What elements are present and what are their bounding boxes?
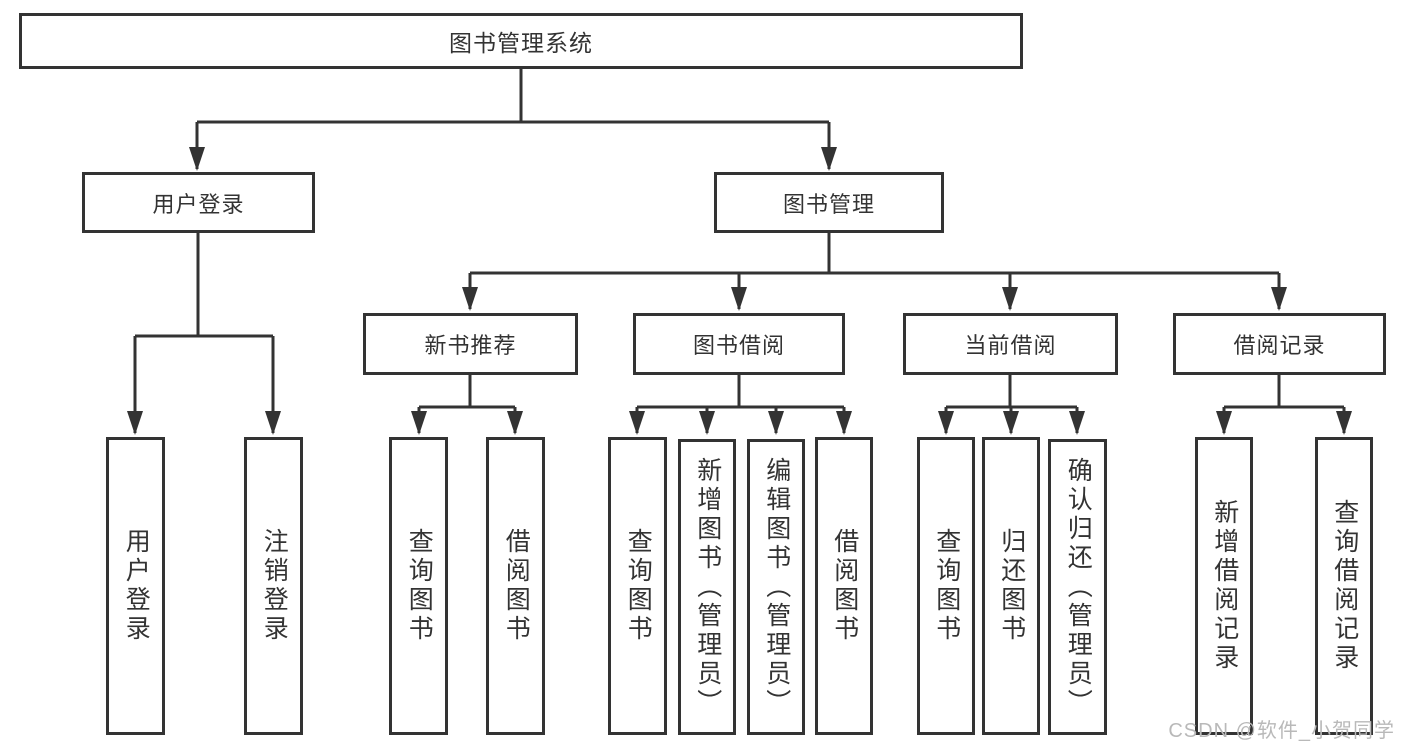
node-label: 查询图书 xyxy=(624,528,653,644)
leaf-node-logout: 注销登录 xyxy=(244,437,303,735)
leaf-node-borrow-books: 借阅图书 xyxy=(486,437,545,735)
leaf-node-add-borrow-record: 新增借阅记录 xyxy=(1195,437,1253,735)
node-label: 图书管理 xyxy=(782,191,875,217)
node-label: 借阅图书 xyxy=(830,528,859,644)
leaf-node-user-login: 用户登录 xyxy=(106,437,165,735)
node-borrow-records: 借阅记录 xyxy=(1173,313,1386,375)
node-label: 图书借阅 xyxy=(692,333,785,358)
leaf-node-confirm-return-admin: 确认归还（管理员） xyxy=(1048,439,1107,735)
node-root-library-system: 图书管理系统 xyxy=(19,13,1023,69)
node-label: 查询借阅记录 xyxy=(1330,499,1359,673)
node-label: 编辑图书（管理员） xyxy=(762,456,791,718)
leaf-node-edit-book-admin: 编辑图书（管理员） xyxy=(747,439,805,735)
node-label: 用户登录 xyxy=(152,191,245,217)
node-label: 用户登录 xyxy=(122,528,151,644)
node-label: 确认归还（管理员） xyxy=(1064,456,1093,718)
node-label: 新书推荐 xyxy=(424,333,517,358)
leaf-node-query-books: 查询图书 xyxy=(389,437,448,735)
node-book-borrowing: 图书借阅 xyxy=(633,313,845,375)
node-current-borrowing: 当前借阅 xyxy=(903,313,1118,375)
node-label: 注销登录 xyxy=(260,528,289,644)
node-label: 新增图书（管理员） xyxy=(693,456,722,718)
node-label: 新增借阅记录 xyxy=(1210,499,1239,673)
leaf-node-add-book-admin: 新增图书（管理员） xyxy=(678,439,736,735)
leaf-node-query-borrow-record: 查询借阅记录 xyxy=(1315,437,1373,735)
node-label: 归还图书 xyxy=(997,528,1026,644)
node-label: 查询图书 xyxy=(405,528,434,644)
node-label: 图书管理系统 xyxy=(449,30,593,56)
leaf-node-return-books: 归还图书 xyxy=(982,437,1040,735)
watermark: CSDN @软件_小贺同学 xyxy=(1168,720,1395,742)
node-label: 当前借阅 xyxy=(964,333,1057,358)
node-label: 借阅记录 xyxy=(1233,333,1326,358)
leaf-node-query-books: 查询图书 xyxy=(608,437,667,735)
leaf-node-borrow-books: 借阅图书 xyxy=(815,437,873,735)
node-new-book-recommend: 新书推荐 xyxy=(363,313,578,375)
node-book-management-module: 图书管理 xyxy=(714,172,944,233)
node-label: 借阅图书 xyxy=(502,528,531,644)
leaf-node-query-books: 查询图书 xyxy=(917,437,975,735)
node-user-login-module: 用户登录 xyxy=(82,172,315,233)
node-label: 查询图书 xyxy=(932,528,961,644)
